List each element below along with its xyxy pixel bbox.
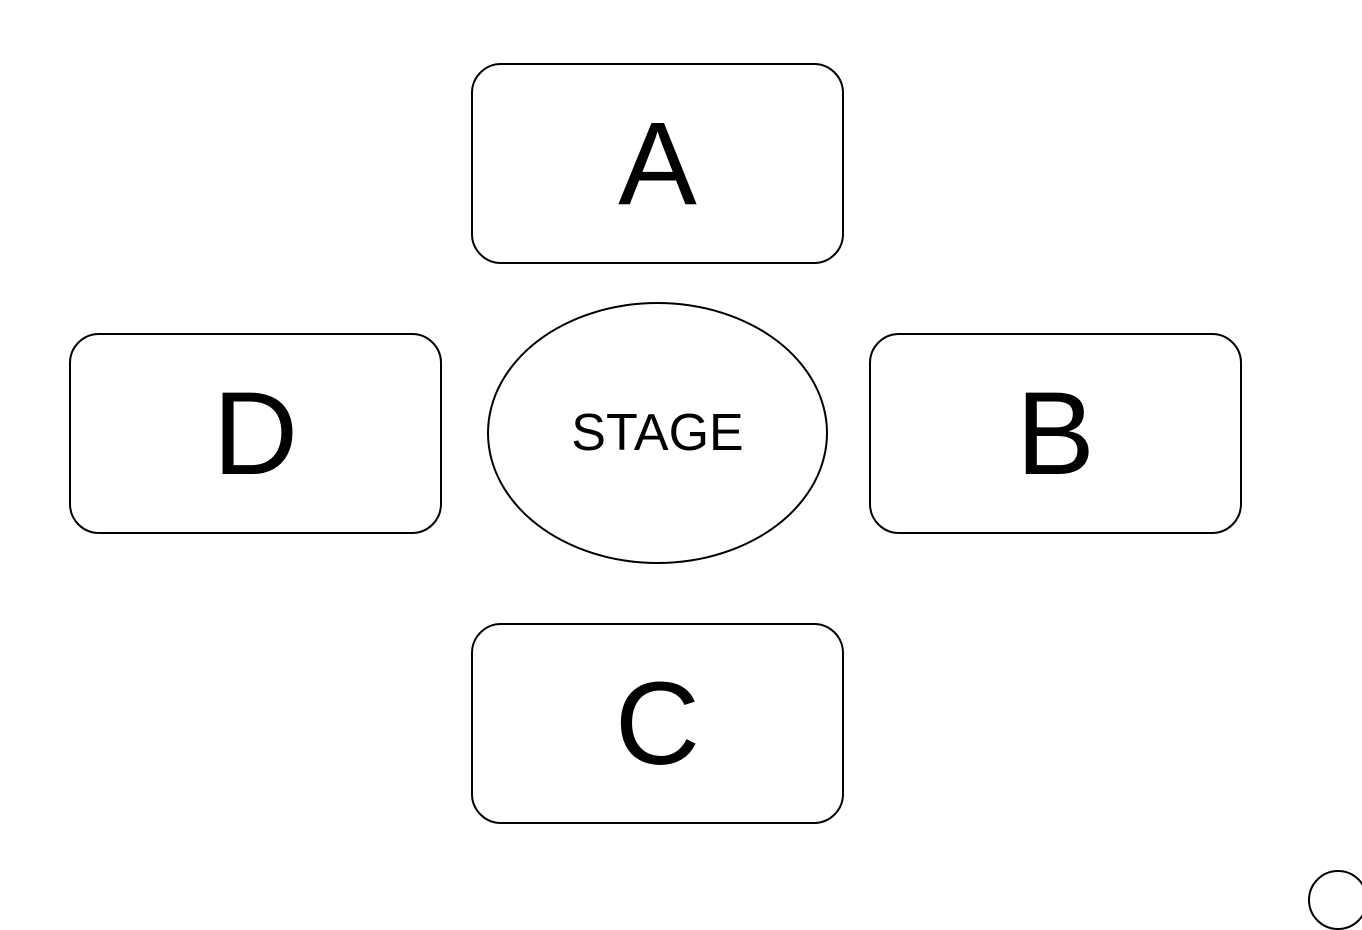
section-d[interactable]: D xyxy=(69,333,442,534)
section-d-label: D xyxy=(212,367,299,500)
stage-ellipse: STAGE xyxy=(487,302,828,564)
section-c-label: C xyxy=(614,657,701,790)
stage-label: STAGE xyxy=(571,404,744,462)
corner-circle-button[interactable] xyxy=(1308,870,1362,930)
section-b[interactable]: B xyxy=(869,333,1242,534)
section-a-label: A xyxy=(618,97,697,230)
section-b-label: B xyxy=(1016,367,1095,500)
section-a[interactable]: A xyxy=(471,63,844,264)
section-c[interactable]: C xyxy=(471,623,844,824)
